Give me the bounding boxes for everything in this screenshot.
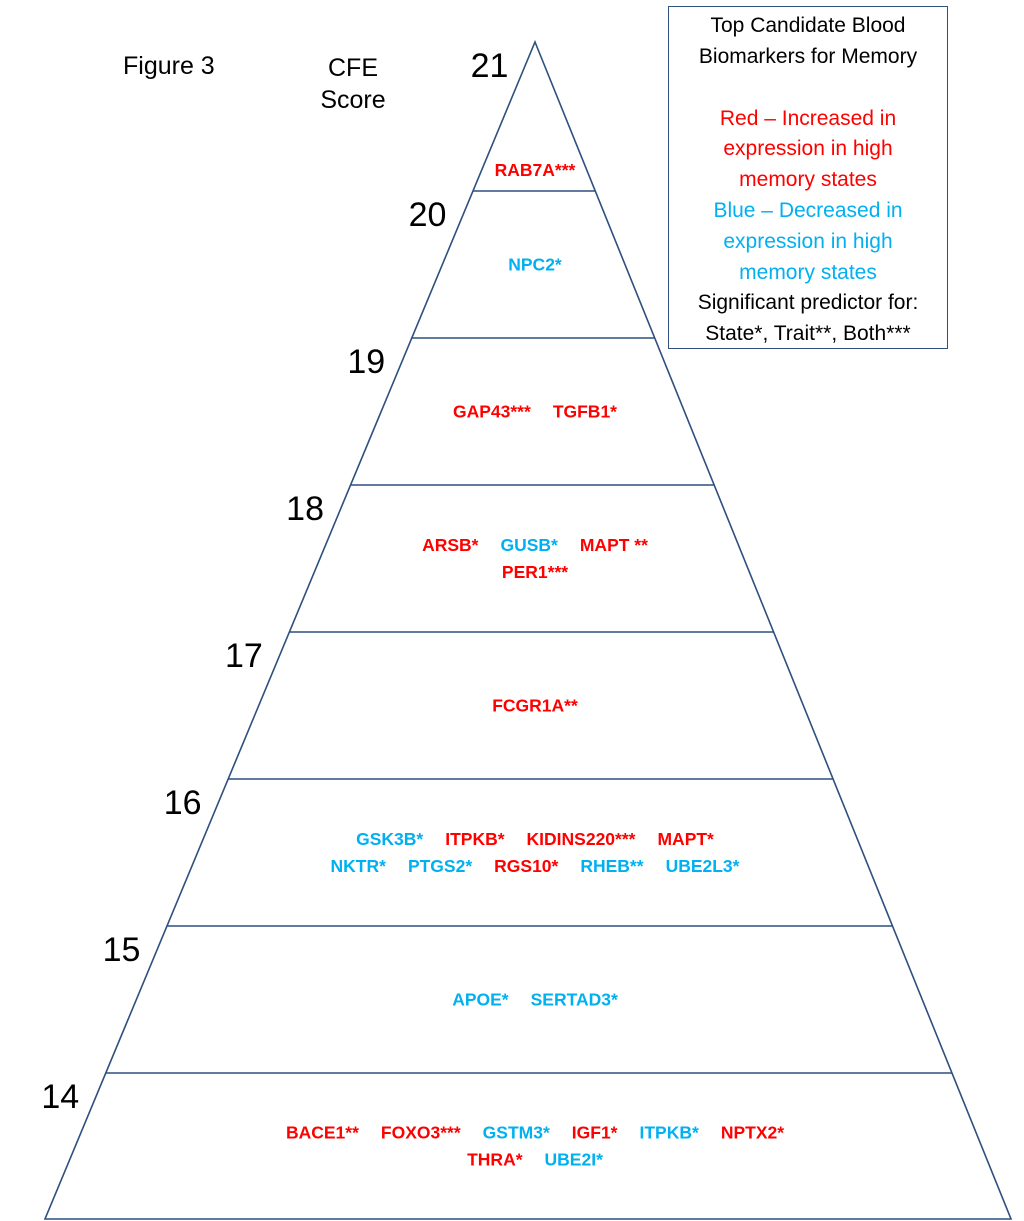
cfe-score-17: 17 <box>225 637 263 675</box>
gene-label-decreased: UBE2L3* <box>666 856 740 876</box>
gene-line: RAB7A*** <box>495 160 576 180</box>
gene-label-increased: GAP43*** <box>453 402 531 422</box>
gene-line: APOE* SERTAD3* <box>452 990 618 1010</box>
gene-label-decreased: GSK3B* <box>356 829 423 849</box>
legend-red-line-2: expression in high <box>723 137 893 161</box>
gene-label-decreased: GUSB* <box>500 535 558 555</box>
gene-line: GAP43*** TGFB1* <box>453 402 617 422</box>
figure-label: Figure 3 <box>123 52 215 80</box>
gene-label-increased: RGS10* <box>494 856 558 876</box>
gene-label-decreased: RHEB** <box>580 856 643 876</box>
gene-label-increased: ARSB* <box>422 535 479 555</box>
gene-label-decreased: GSTM3* <box>483 1123 550 1143</box>
cfe-score-15: 15 <box>103 931 141 969</box>
gene-label-increased: THRA* <box>467 1150 523 1170</box>
score-header-line-1: CFE <box>328 54 378 82</box>
gene-line: FCGR1A** <box>492 696 578 716</box>
score-labels: 21 20 19 18 17 16 15 14 <box>41 47 508 1116</box>
legend-blue-line-2: expression in high <box>723 229 893 253</box>
gene-label-increased: TGFB1* <box>553 402 617 422</box>
gene-label-increased: FCGR1A** <box>492 696 578 716</box>
gene-label-decreased: APOE* <box>452 990 509 1010</box>
legend-blue-line-3: memory states <box>739 260 877 284</box>
legend-title-line-2: Biomarkers for Memory <box>698 44 918 68</box>
gene-line: BACE1** FOXO3*** GSTM3* IGF1* ITPKB* NPTX2* <box>286 1123 784 1143</box>
pyramid-outline <box>43 39 1013 1220</box>
gene-label-increased: BACE1** <box>286 1123 359 1143</box>
gene-label-increased: MAPT ** <box>580 535 648 555</box>
score-column-header: CFE Score <box>300 52 406 116</box>
gene-label-increased: KIDINS220*** <box>527 829 636 849</box>
cfe-score-18: 18 <box>286 490 324 528</box>
legend-title-line-1: Top Candidate Blood <box>710 14 906 37</box>
gene-label-decreased: NPC2* <box>508 255 562 275</box>
gene-label-decreased: SERTAD3* <box>531 990 618 1010</box>
legend-red-line-3: memory states <box>739 168 877 192</box>
gene-line: NPC2* <box>508 255 562 275</box>
cfe-score-14: 14 <box>41 1078 79 1116</box>
gene-line: NKTR* PTGS2* RGS10* RHEB** UBE2L3* <box>331 856 740 876</box>
legend-predictor-line-2: State*, Trait**, Both*** <box>705 322 911 346</box>
legend-predictor-line-1: Significant predictor for: <box>697 291 919 315</box>
cfe-score-16: 16 <box>164 784 202 822</box>
legend-red-line-1: Red – Increased in <box>719 106 897 130</box>
gene-label-decreased: PTGS2* <box>408 856 472 876</box>
gene-label-increased: RAB7A*** <box>495 160 576 180</box>
gene-label-increased: NPTX2* <box>721 1123 784 1143</box>
gene-label-increased: ITPKB* <box>445 829 505 849</box>
cfe-score-21: 21 <box>471 47 509 85</box>
gene-label-decreased: ITPKB* <box>640 1123 700 1143</box>
legend-blue-line-1: Blue – Decreased in <box>713 198 903 222</box>
gene-label-increased: IGF1* <box>572 1123 618 1143</box>
gene-label-increased: MAPT* <box>657 829 714 849</box>
gene-label-decreased: UBE2I* <box>545 1150 604 1170</box>
cfe-score-20: 20 <box>409 196 447 234</box>
gene-line: THRA* UBE2I* <box>467 1150 603 1170</box>
cfe-score-19: 19 <box>347 343 385 381</box>
gene-line: GSK3B* ITPKB* KIDINS220*** MAPT* <box>356 829 714 849</box>
gene-line: PER1*** <box>502 562 568 582</box>
tier-dividers <box>105 190 952 1074</box>
gene-label-increased: FOXO3*** <box>381 1123 461 1143</box>
gene-label-increased: PER1*** <box>502 562 568 582</box>
gene-line: ARSB* GUSB* MAPT ** <box>422 535 648 555</box>
gene-label-decreased: NKTR* <box>331 856 387 876</box>
legend-box: Top Candidate Blood Biomarkers for Memor… <box>668 6 948 349</box>
score-header-line-2: Score <box>320 86 386 114</box>
gene-labels: RAB7A*** NPC2* GAP43*** TGFB1* ARSB* GUSB* MAP… <box>286 160 784 1170</box>
